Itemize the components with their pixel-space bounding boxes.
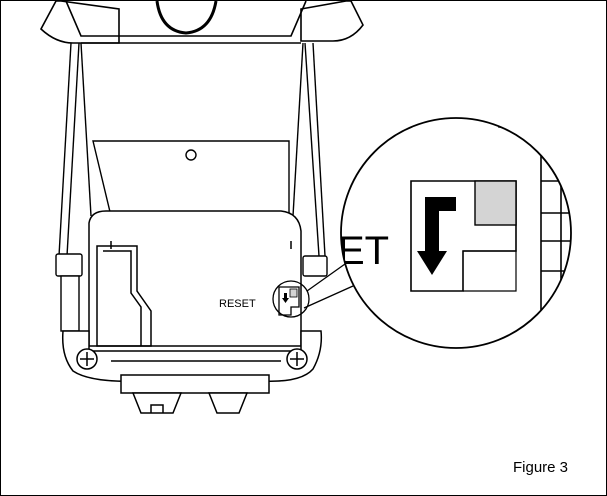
screw-left-icon [76, 348, 98, 370]
lower-housing [61, 330, 323, 414]
side-rails [58, 42, 326, 257]
device-top-housing [40, 1, 364, 44]
figure-caption: Figure 3 [513, 459, 569, 476]
reset-switch-small [278, 286, 300, 316]
screw-right-icon [286, 348, 308, 370]
slide-down-arrow-icon [417, 197, 456, 275]
side-clips [55, 253, 328, 332]
reset-label-zoomed: ET [338, 229, 389, 273]
rear-panel [92, 140, 290, 217]
reset-switch-slider-large [474, 180, 517, 226]
zoom-leader-lines [272, 263, 354, 318]
magnified-inset: ET [338, 117, 572, 349]
reset-label: RESET [219, 298, 256, 310]
battery-compartment [88, 210, 302, 347]
